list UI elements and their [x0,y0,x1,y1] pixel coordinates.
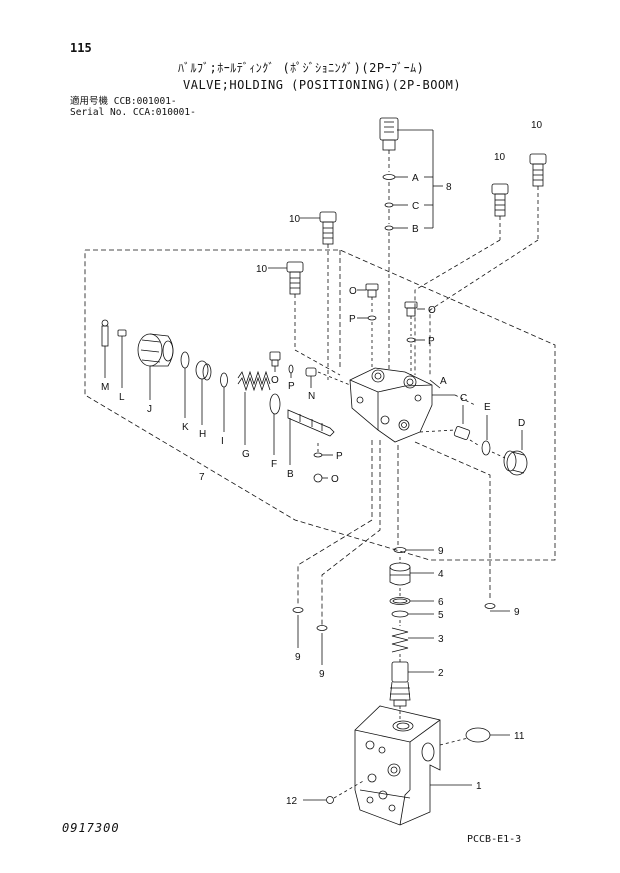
part-J-cap [137,333,174,367]
plug-O-a [365,283,379,298]
page-number: 115 [70,41,92,55]
label-O-low: O [331,474,339,485]
part-2-check-valve [389,661,411,707]
oring-A-top [382,174,396,180]
label-11: 11 [514,731,525,742]
label-P-a: P [349,314,356,325]
serial-line-japanese: 適用号機 CCB:001001- [70,96,177,107]
part-B-spool [287,409,335,437]
part-3-spring [391,627,409,653]
label-2: 2 [438,668,444,679]
label-9-right: 9 [514,607,520,618]
label-O-mid: O [271,375,279,386]
label-A-right: A [440,376,447,387]
drawing-number: 0917300 [62,821,120,835]
label-P-mid: P [288,381,295,392]
label-4: 4 [438,569,444,580]
catalog-code: PCCB-E1-3 [467,834,522,845]
part-11-oring [465,727,491,743]
part-5-oring [391,610,409,618]
bolt-10-c [319,211,337,245]
bolt-10-d [286,261,304,295]
part-12-plug [326,796,334,804]
label-6: 6 [438,597,444,608]
part-N-pin [305,367,317,377]
part-I-oring [220,372,228,388]
label-10-b: 10 [494,152,506,163]
label-H: H [199,429,206,440]
label-1: 1 [476,781,482,792]
page-title-japanese: ﾊﾞﾙﾌﾞ;ﾎｰﾙﾃﾞｨﾝｸﾞ (ﾎﾟｼﾞｼｮﾆﾝｸﾞ)(2Pｰﾌﾞｰﾑ) [178,61,425,75]
label-N: N [308,391,315,402]
label-O-a: O [349,286,357,297]
label-10-d: 10 [256,264,268,275]
label-C-top: C [412,201,419,212]
part-1-valve-body [354,705,441,826]
label-D-right: D [518,418,525,429]
label-G: G [242,449,250,460]
part-L-pin [117,329,127,337]
part-K-oring [180,351,190,369]
plug-O-mid [269,351,281,367]
part-M-screw [101,319,109,347]
label-12: 12 [286,796,298,807]
part-G-spring [237,370,271,392]
part-C-plug-right [453,426,471,440]
label-J: J [147,404,152,415]
part-F-poppet [269,393,281,415]
label-B-top: B [412,224,419,235]
page-title-english: VALVE;HOLDING (POSITIONING)(2P-BOOM) [183,78,462,92]
bolt-10-b [491,183,509,217]
oring-C-top [384,202,394,208]
serial-line-english: Serial No. CCA:010001- [70,107,196,118]
label-K: K [182,422,189,433]
label-B-mid: B [287,469,294,480]
label-P-low: P [336,451,343,462]
label-9-stack: 9 [438,546,444,557]
label-I: I [221,436,224,447]
label-P-b: P [428,336,435,347]
label-3: 3 [438,634,444,645]
part-8-check-valve [379,117,399,151]
label-7: 7 [199,472,205,483]
valve-housing [349,367,433,443]
plug-O-low [313,473,323,483]
label-E-right: E [484,402,491,413]
label-10-c: 10 [289,214,301,225]
bolt-10-a [529,153,547,187]
label-9-left: 9 [295,652,301,663]
label-F: F [271,459,277,470]
part-E-oring [481,440,491,456]
label-5: 5 [438,610,444,621]
part-H-nut [195,360,212,381]
label-L: L [119,392,125,403]
label-C-right: C [460,393,467,404]
label-8: 8 [446,182,452,193]
oring-B-top [384,225,394,231]
part-4-piston [389,562,411,586]
label-M: M [101,382,109,393]
label-9-mid: 9 [319,669,325,680]
label-A-top: A [412,173,419,184]
label-O-b: O [428,305,436,316]
part-D-cap-right [503,450,528,476]
label-10-a: 10 [531,120,543,131]
